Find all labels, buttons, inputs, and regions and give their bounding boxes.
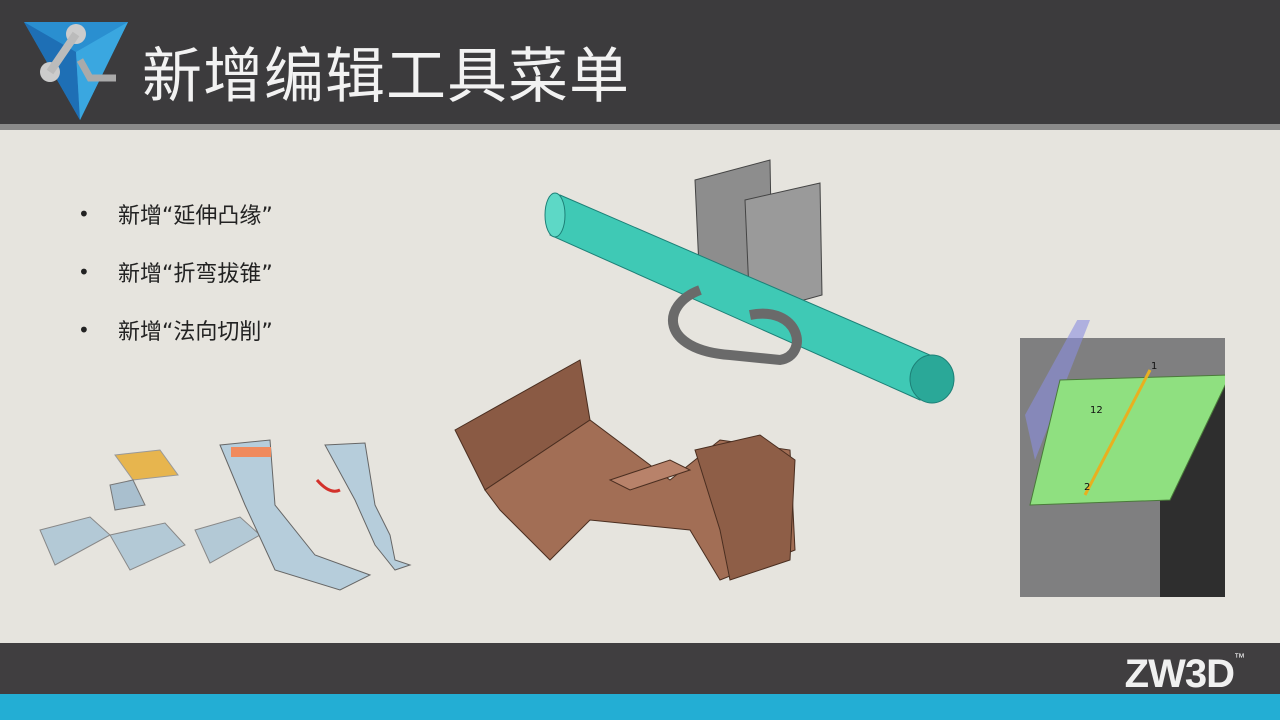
bullet-item: •新增“法向切削” — [78, 318, 273, 345]
bullet-item: •新增“延伸凸缘” — [78, 202, 273, 229]
normal-cut-image: 1 12 2 — [1020, 320, 1225, 597]
bullet-list: •新增“延伸凸缘” •新增“折弯拔锥” •新增“法向切削” — [78, 185, 273, 359]
bend-draft-image — [39, 439, 412, 591]
slide-header: 新增编辑工具菜单 — [0, 0, 1280, 130]
bullet-item: •新增“折弯拔锥” — [78, 260, 273, 287]
slide-footer — [0, 643, 1280, 694]
slide-title: 新增编辑工具菜单 — [142, 42, 630, 112]
edge-label-1: 1 — [1151, 361, 1157, 372]
zw3d-brand-logo: ZW3D™ — [1124, 652, 1245, 696]
edge-label-2: 2 — [1084, 482, 1090, 493]
edge-label-12: 12 — [1090, 405, 1103, 416]
zw3d-logo-icon — [24, 22, 128, 120]
sheet-bracket-image — [454, 359, 796, 581]
bottom-accent-bar — [0, 694, 1280, 720]
pipe-clamp-image — [544, 159, 955, 404]
